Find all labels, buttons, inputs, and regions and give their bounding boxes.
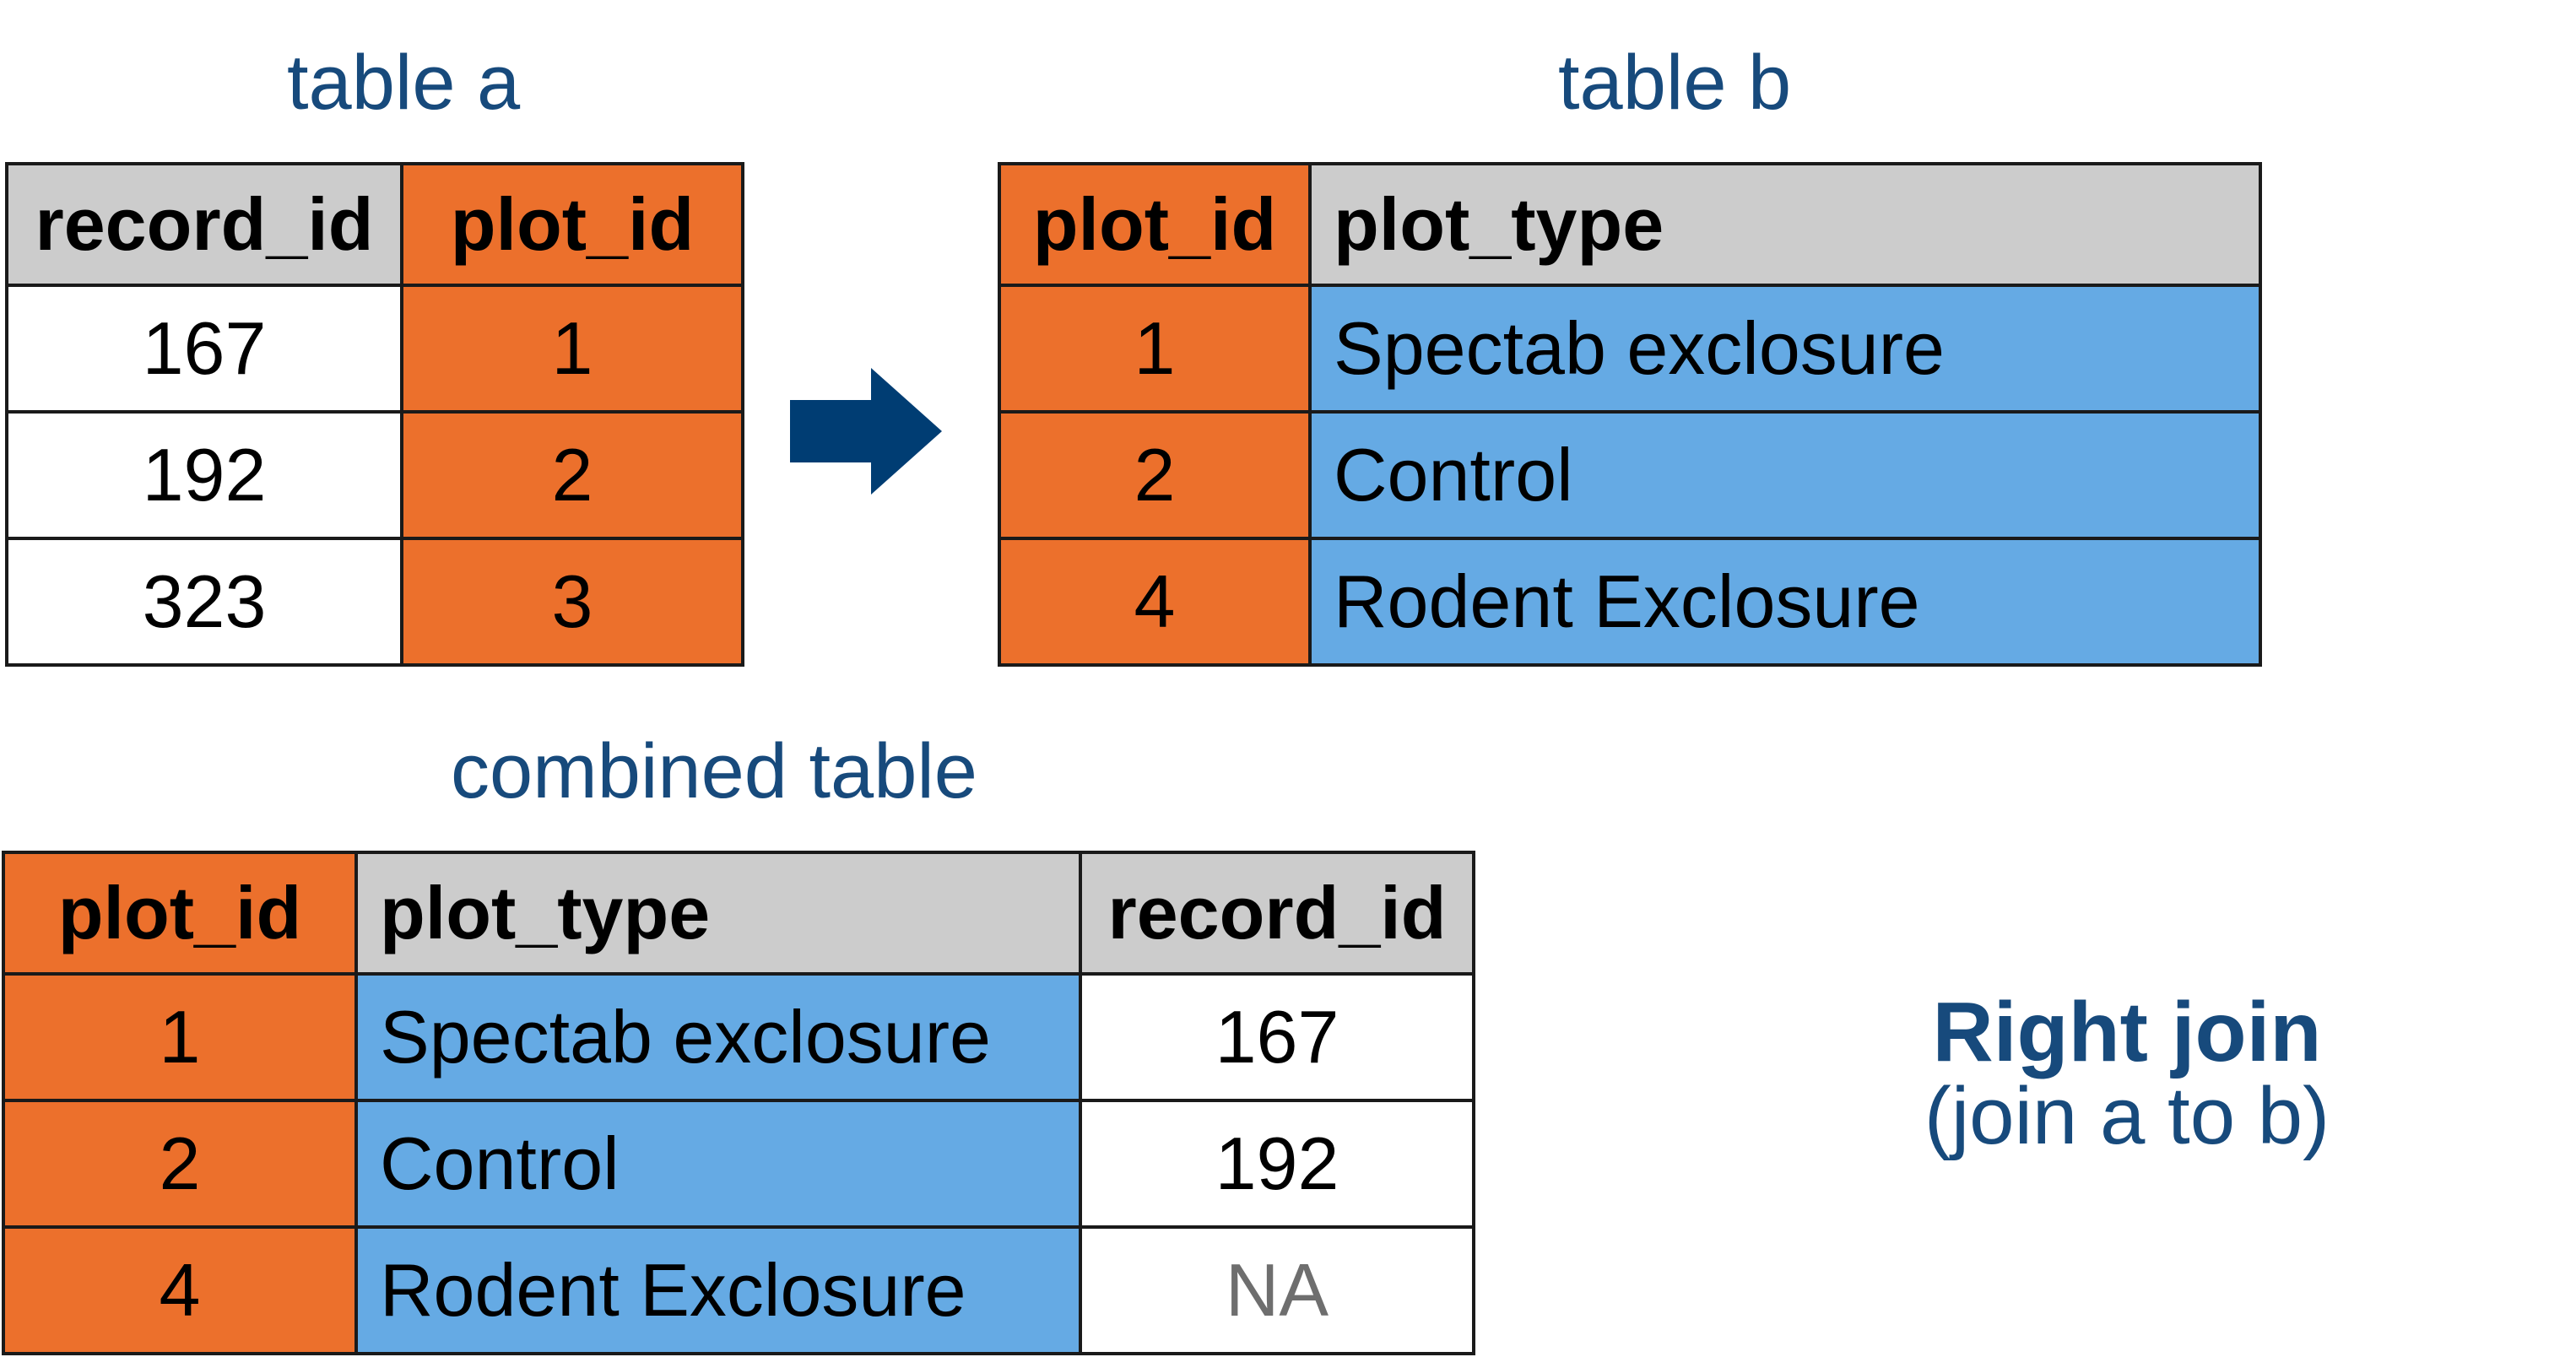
- table-row: 1 Spectab exclosure 167: [2, 972, 1475, 1102]
- table-b-header-plot-id: plot_id: [998, 162, 1312, 287]
- table-row: 2 Control 192: [2, 1099, 1475, 1229]
- table-row: 323 3: [5, 537, 744, 667]
- table-row: 192 2: [5, 410, 744, 540]
- right-arrow-icon: [790, 368, 942, 495]
- table-a-header-row: record_id plot_id: [5, 162, 744, 287]
- table-b-header-plot-type: plot_type: [1308, 162, 2262, 287]
- combined-cell: Control: [354, 1099, 1082, 1229]
- table-a-cell: 2: [400, 410, 744, 540]
- combined-cell: 4: [2, 1225, 358, 1355]
- table-a-cell: 1: [400, 284, 744, 414]
- join-subtitle: (join a to b): [1924, 1071, 2330, 1161]
- table-b-cell: 4: [998, 537, 1312, 667]
- table-a-cell: 192: [5, 410, 403, 540]
- table-b-cell: 2: [998, 410, 1312, 540]
- table-a-caption: table a: [287, 40, 521, 126]
- table-row: 4 Rodent Exclosure: [998, 537, 2262, 667]
- table-a: record_id plot_id 167 1 192 2 323 3: [5, 162, 744, 667]
- combined-table-caption: combined table: [451, 728, 977, 814]
- table-a-cell: 3: [400, 537, 744, 667]
- combined-header-plot-id: plot_id: [2, 851, 358, 976]
- table-b: plot_id plot_type 1 Spectab exclosure 2 …: [998, 162, 2262, 667]
- table-row: 1 Spectab exclosure: [998, 284, 2262, 414]
- combined-cell: 1: [2, 972, 358, 1102]
- combined-cell: Rodent Exclosure: [354, 1225, 1082, 1355]
- combined-header-plot-type: plot_type: [354, 851, 1082, 976]
- combined-cell: Spectab exclosure: [354, 972, 1082, 1102]
- join-title: Right join: [1932, 985, 2322, 1079]
- combined-table: plot_id plot_type record_id 1 Spectab ex…: [2, 851, 1475, 1355]
- table-a-header-plot-id: plot_id: [400, 162, 744, 287]
- table-row: 2 Control: [998, 410, 2262, 540]
- table-a-cell: 323: [5, 537, 403, 667]
- combined-header-row: plot_id plot_type record_id: [2, 851, 1475, 976]
- table-row: 167 1: [5, 284, 744, 414]
- combined-cell: 2: [2, 1099, 358, 1229]
- combined-cell: 167: [1079, 972, 1475, 1102]
- table-b-header-row: plot_id plot_type: [998, 162, 2262, 287]
- join-label: Right join (join a to b): [1874, 989, 2380, 1158]
- table-b-cell: Spectab exclosure: [1308, 284, 2262, 414]
- table-a-cell: 167: [5, 284, 403, 414]
- table-b-cell: 1: [998, 284, 1312, 414]
- combined-header-record-id: record_id: [1079, 851, 1475, 976]
- combined-cell: 192: [1079, 1099, 1475, 1229]
- table-b-caption: table b: [1558, 40, 1792, 126]
- combined-cell-na: NA: [1079, 1225, 1475, 1355]
- table-row: 4 Rodent Exclosure NA: [2, 1225, 1475, 1355]
- table-b-cell: Rodent Exclosure: [1308, 537, 2262, 667]
- table-b-cell: Control: [1308, 410, 2262, 540]
- table-a-header-record-id: record_id: [5, 162, 403, 287]
